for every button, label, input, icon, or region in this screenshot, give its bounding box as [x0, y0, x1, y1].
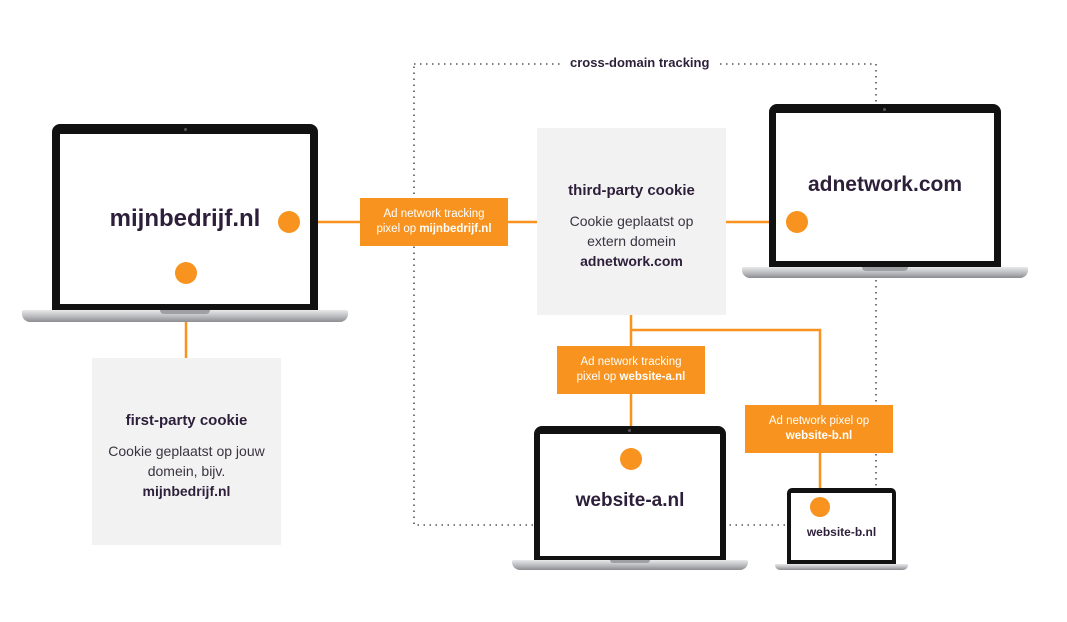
third-party-heading: third-party cookie — [568, 182, 695, 199]
third-party-box: third-party cookie Cookie geplaatst op e… — [537, 128, 726, 315]
laptop-adnetwork: adnetwork.com — [742, 104, 1028, 280]
tag-mijnbedrijf-line1: Ad network tracking — [383, 208, 485, 220]
first-party-line1: Cookie geplaatst op jouw — [108, 443, 265, 459]
third-party-line1: Cookie geplaatst op — [569, 213, 694, 229]
adnetwork-screen-label: adnetwork.com — [807, 173, 963, 196]
laptop-mijnbedrijf: mijnbedrijf.nl — [22, 124, 348, 324]
tag-website-b-domain: website-b.nl — [785, 430, 853, 442]
first-party-line2: domein, bijv. — [147, 463, 226, 479]
website-b-dot — [810, 497, 830, 517]
mijnbedrijf-pixel-dot — [278, 211, 300, 233]
tag-pixel-website-a: Ad network tracking pixel op website-a.n… — [557, 346, 705, 394]
adnetwork-dot — [786, 211, 808, 233]
cross-domain-region-border — [413, 63, 877, 526]
tag-website-a-line1: Ad network tracking — [580, 356, 682, 368]
tag-mijnbedrijf-domain: mijnbedrijf.nl — [419, 223, 492, 235]
cross-domain-title: cross-domain tracking — [562, 55, 718, 70]
first-party-box: first-party cookie Cookie geplaatst op j… — [92, 358, 281, 545]
first-party-heading: first-party cookie — [125, 412, 248, 429]
tag-website-a-domain: website-a.nl — [619, 371, 686, 383]
website-a-screen-label: website-a.nl — [575, 490, 685, 511]
mijnbedrijf-screen-label: mijnbedrijf.nl — [109, 205, 261, 232]
tag-mijnbedrijf-prefix: pixel op — [376, 223, 420, 235]
laptop-website-b: website-b.nl — [775, 488, 908, 572]
website-b-screen-label: website-b.nl — [806, 524, 877, 539]
first-party-domain: mijnbedrijf.nl — [142, 483, 231, 499]
first-party-dot — [175, 262, 197, 284]
third-party-line2: extern domein — [587, 233, 676, 249]
third-party-domain: adnetwork.com — [580, 253, 683, 269]
tag-pixel-website-b: Ad network pixel op website-b.nl — [745, 405, 893, 453]
website-a-dot — [620, 448, 642, 470]
tag-website-b-line1: Ad network pixel op — [768, 415, 870, 427]
tag-pixel-mijnbedrijf: Ad network tracking pixel op mijnbedrijf… — [360, 198, 508, 246]
tag-website-a-prefix: pixel op — [576, 371, 620, 383]
